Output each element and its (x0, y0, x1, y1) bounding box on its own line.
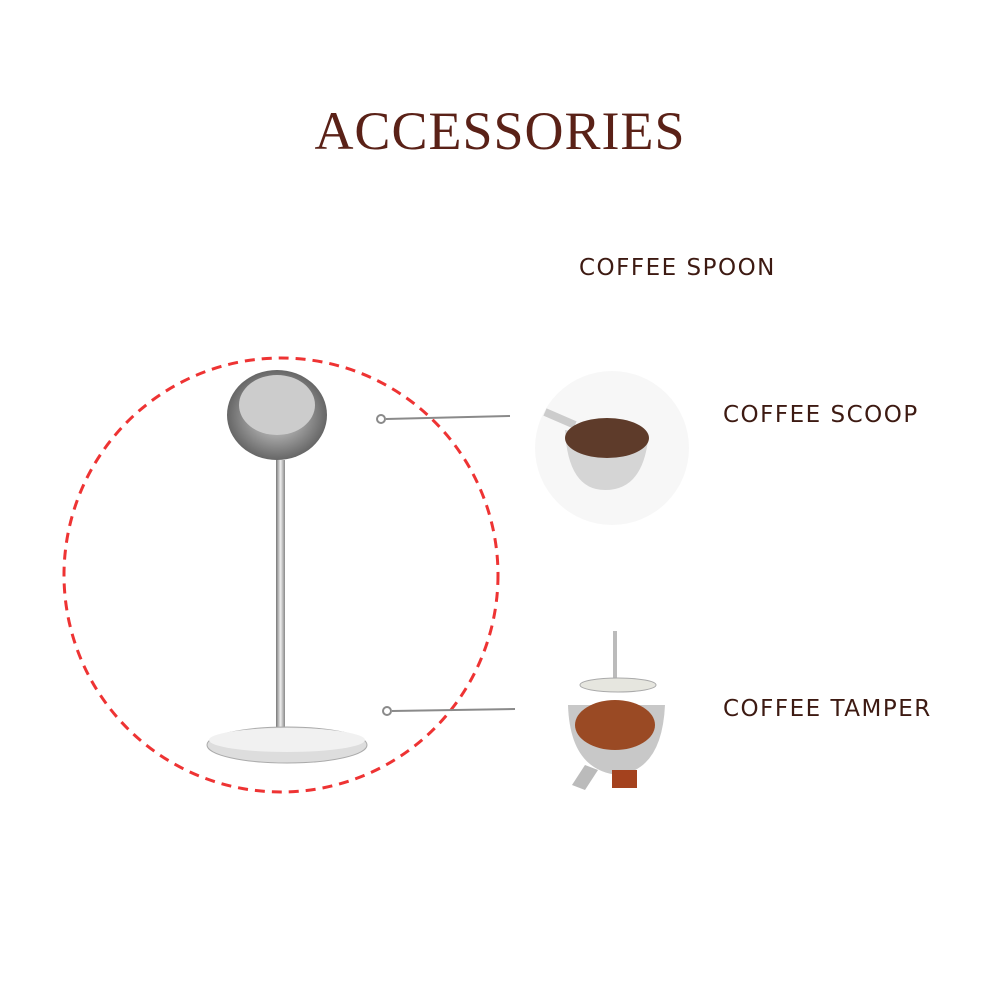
connector-tamper (382, 706, 516, 716)
spoon-tamper-tool-image (206, 370, 368, 764)
label-coffee-scoop: COFFEE SCOOP (723, 402, 919, 428)
coffee-tamper-image (568, 631, 665, 790)
label-coffee-spoon: COFFEE SPOON (579, 255, 776, 281)
dashed-highlight-circle (62, 356, 500, 794)
label-coffee-tamper: COFFEE TAMPER (723, 696, 932, 722)
page-title: ACCESSORIES (314, 101, 686, 161)
coffee-scoop-image (535, 371, 689, 525)
connector-scoop (376, 414, 511, 424)
